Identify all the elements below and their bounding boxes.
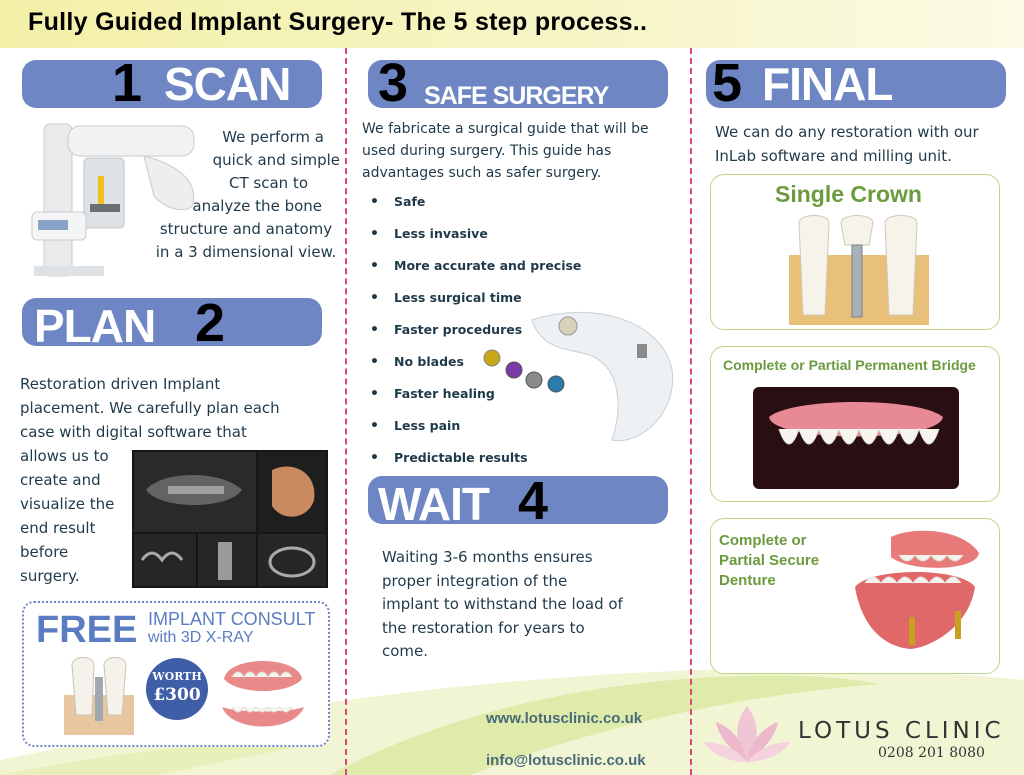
column-divider-left <box>345 48 347 775</box>
wait-text-line: proper integration of the <box>382 571 568 590</box>
final-step-number: 5 <box>712 53 743 113</box>
safe-surgery-text-line: We fabricate a surgical guide that will … <box>362 121 649 137</box>
plan-text-line: surgery. <box>20 567 80 585</box>
email-text: info@lotusclinic.co.uk <box>486 752 646 769</box>
title-banner: Fully Guided Implant Surgery- The 5 step… <box>0 0 1024 48</box>
secure-denture-title-line: Denture <box>719 572 776 589</box>
plan-text-line: create and <box>20 471 101 489</box>
plan-text-line: end result <box>20 519 96 537</box>
plan-text-line: Restoration driven Implant <box>20 375 221 393</box>
worth-price: £300 <box>153 685 201 705</box>
safe-surgery-description: We fabricate a surgical guide that will … <box>362 118 682 184</box>
plan-banner <box>22 298 322 346</box>
list-item: Predictable results <box>368 446 581 478</box>
scan-step-number: 1 <box>112 53 143 113</box>
list-item: Less pain <box>368 414 581 446</box>
scan-text-line: quick and simple <box>212 151 340 169</box>
website-text: www.lotusclinic.co.uk <box>486 710 643 727</box>
secure-denture-title: Complete or Partial Secure Denture <box>719 531 819 591</box>
safe-surgery-text-line: advantages such as safer surgery. <box>362 165 602 181</box>
final-banner <box>706 60 1006 108</box>
dental-software-screens-image <box>132 450 328 588</box>
scan-banner <box>22 60 322 108</box>
scan-text-line: CT scan to <box>229 174 308 192</box>
list-item: Less surgical time <box>368 286 581 318</box>
advantages-list: Safe Less invasive More accurate and pre… <box>368 190 581 478</box>
scan-description: We perform a quick and simple CT scan to… <box>146 126 346 264</box>
scan-text-line: structure and anatomy <box>159 220 333 238</box>
wait-banner <box>368 476 668 524</box>
free-label: FREE <box>36 609 138 651</box>
lotus-logo-icon <box>704 706 790 762</box>
list-item: Safe <box>368 190 581 222</box>
permanent-bridge-card: Complete or Partial Permanent Bridge <box>710 346 1000 502</box>
list-item: Faster procedures <box>368 318 581 350</box>
single-crown-image <box>789 215 929 325</box>
plan-text-line: before <box>20 543 69 561</box>
secure-denture-title-line: Complete or <box>719 532 807 549</box>
scan-text-line: in a 3 dimensional view. <box>155 243 337 261</box>
plan-text-line: allows us to <box>20 447 109 465</box>
secure-denture-image <box>855 530 979 649</box>
scan-text-line: We perform a <box>222 128 324 146</box>
consult-label: IMPLANT CONSULT <box>148 609 316 629</box>
wait-text-line: implant to withstand the load of <box>382 595 623 613</box>
final-description: We can do any restoration with our InLab… <box>715 120 1015 168</box>
scan-step-title: SCAN <box>164 58 291 110</box>
final-text-line: We can do any restoration with our <box>715 123 979 141</box>
list-item: No blades <box>368 350 581 382</box>
denture-image <box>222 661 304 727</box>
worth-label: WORTH <box>152 670 202 683</box>
safe-surgery-step-number: 3 <box>378 53 409 113</box>
plan-description: Restoration driven Implant placement. We… <box>20 372 340 588</box>
secure-denture-title-line: Partial Secure <box>719 552 820 569</box>
safe-surgery-banner <box>368 60 668 108</box>
implant-tooth-image <box>64 657 134 735</box>
safe-surgery-text-line: used during surgery. This guide has <box>362 143 612 159</box>
list-item: Less invasive <box>368 222 581 254</box>
permanent-bridge-image <box>753 387 959 489</box>
free-consult-box: FREE IMPLANT CONSULT with 3D X-RAY WORTH… <box>22 601 330 747</box>
wait-text-line: the restoration for years to <box>382 618 585 637</box>
wait-text-line: come. <box>382 642 429 660</box>
ct-scanner-image <box>31 123 195 277</box>
clinic-phone: 0208 201 8080 <box>878 745 985 761</box>
plan-text-line: placement. We carefully plan each <box>20 399 280 417</box>
list-item: More accurate and precise <box>368 254 581 286</box>
single-crown-card: Single Crown <box>710 174 1000 330</box>
xray-label: with 3D X-RAY <box>148 629 254 646</box>
column-divider-right <box>690 48 692 775</box>
wait-description: Waiting 3-6 months ensures proper integr… <box>382 546 682 664</box>
plan-text-line: case with digital software that <box>20 423 247 441</box>
plan-step-number: 2 <box>195 293 226 353</box>
page-title: Fully Guided Implant Surgery- The 5 step… <box>28 8 648 36</box>
wait-text-line: Waiting 3-6 months ensures <box>382 548 593 566</box>
plan-text-line: visualize the <box>20 495 115 513</box>
permanent-bridge-title: Complete or Partial Permanent Bridge <box>723 357 976 373</box>
wait-step-number: 4 <box>518 471 549 531</box>
clinic-name: LOTUS CLINIC <box>798 718 1005 744</box>
final-step-title: FINAL <box>762 58 893 110</box>
scan-text-line: analyze the bone <box>192 197 322 215</box>
plan-step-title: PLAN <box>34 300 156 352</box>
worth-badge: WORTH £300 <box>146 658 208 720</box>
single-crown-title: Single Crown <box>775 181 922 207</box>
secure-denture-card: Complete or Partial Secure Denture <box>710 518 1000 674</box>
final-text-line: InLab software and milling unit. <box>715 147 952 165</box>
wait-step-title: WAIT <box>378 478 490 530</box>
list-item: Faster healing <box>368 382 581 414</box>
safe-surgery-step-title: SAFE SURGERY <box>424 82 609 110</box>
